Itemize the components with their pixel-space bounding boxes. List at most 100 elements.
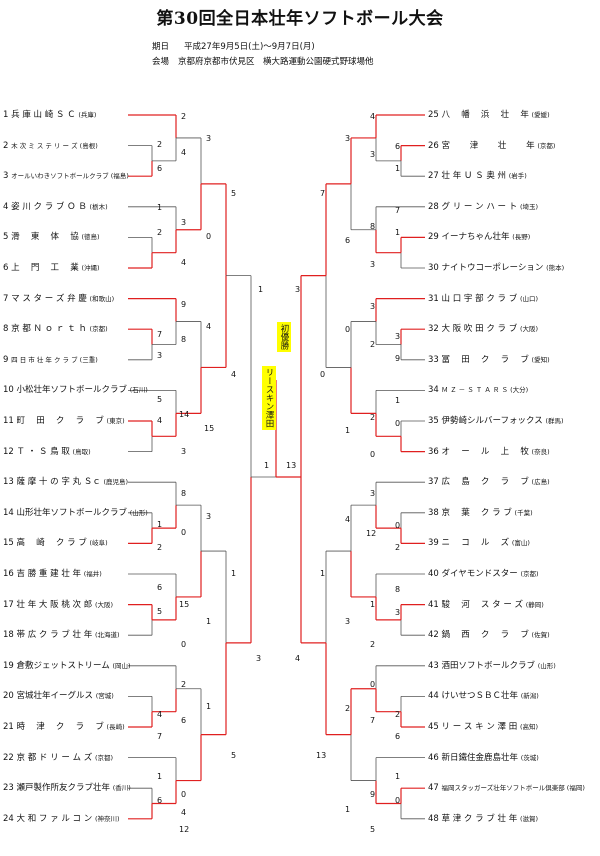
team-name: オ ー ル 上 牧 <box>441 446 532 457</box>
team-number: 29 <box>428 232 442 243</box>
team-name: 京 都 ド リ ー ム ズ <box>16 752 95 763</box>
team-number: 7 <box>3 293 12 304</box>
score-label: 7 <box>395 206 401 215</box>
team-prefecture: (新潟) <box>520 692 539 701</box>
score-label: 4 <box>157 416 163 425</box>
team-number: 16 <box>3 569 17 579</box>
score-label: 1 <box>206 702 212 711</box>
team-number: 20 <box>3 691 17 702</box>
team-name: 兵 庫 山 崎 Ｓ Ｃ <box>11 110 79 120</box>
score-label: 6 <box>345 236 351 245</box>
team-entry: 10 小松壮年ソフトボールクラブ (石川) <box>3 385 148 395</box>
team-prefecture: (静岡) <box>525 600 544 609</box>
team-entry: 22 京 都 ド リ ー ム ズ (京都) <box>3 753 113 763</box>
page-title: 第30回全日本壮年ソフトボール大会 <box>156 9 444 29</box>
team-number: 35 <box>428 416 442 426</box>
team-prefecture: (島根) <box>79 141 98 150</box>
team-prefecture: (山口) <box>519 294 539 303</box>
team-number: 30 <box>428 263 442 273</box>
score-label: 6 <box>181 716 187 725</box>
score-label: 2 <box>157 543 163 552</box>
team-number: 40 <box>428 569 442 579</box>
score-label: 4 <box>231 370 237 379</box>
team-prefecture: (京都) <box>520 570 539 578</box>
team-prefecture: (熊本) <box>546 264 565 272</box>
team-name: 伊勢崎シルバーフォックス <box>441 416 546 426</box>
team-name: Ｔ ・ Ｓ 鳥 取 <box>16 446 73 457</box>
team-prefecture: (滋賀) <box>519 814 539 823</box>
score-label: 3 <box>157 351 163 360</box>
score-label: 0 <box>181 528 187 537</box>
team-name: 酒田ソフトボールクラブ <box>441 660 538 671</box>
score-label: 15 <box>179 600 190 609</box>
team-name: 薩 摩 十 の 字 丸 Ｓｃ <box>16 477 104 488</box>
team-number: 48 <box>428 813 442 824</box>
team-number: 13 <box>3 477 17 488</box>
team-entry: 46 新日鐵住金鹿島壮年 (茨城) <box>428 753 539 763</box>
team-number: 45 <box>428 722 442 732</box>
venue-label: 会場 <box>152 57 170 67</box>
team-entry: 6 上 門 工 業 (沖縄) <box>3 263 100 273</box>
score-label: 3 <box>206 134 212 143</box>
team-entry: 31 山 口 宇 部 ク ラ ブ (山口) <box>428 294 538 304</box>
team-entry: 21 時 津 ク ラ ブ (長崎) <box>3 722 125 732</box>
team-number: 28 <box>428 201 442 212</box>
team-name: 上 門 工 業 <box>11 263 82 273</box>
team-entry: 7 マ ス タ ー ズ 弁 慶 (和歌山) <box>3 294 114 304</box>
team-entry: 35 伊勢崎シルバーフォックス (群馬) <box>428 416 564 426</box>
score-label: 2 <box>370 640 376 649</box>
score-label: 3 <box>181 218 187 227</box>
score-label: 5 <box>370 825 376 834</box>
team-entry: 44 けいせつＳＢＣ壮年 (新潟) <box>428 691 539 701</box>
team-entry: 2 木 次 ミ ス テ リ ー ズ (島根) <box>3 141 98 151</box>
team-entry: 19 倉敷ジェットストリーム (岡山) <box>3 661 131 671</box>
team-name: 滑 東 体 協 <box>11 232 82 243</box>
team-prefecture: (栃木) <box>89 202 108 211</box>
team-entry: 27 壮 年 Ｕ Ｓ 奥 州 (岩手) <box>428 171 527 181</box>
team-prefecture: (京都) <box>94 753 114 762</box>
team-number: 8 <box>3 324 12 335</box>
team-name: 木 次 ミ ス テ リ ー ズ <box>11 141 80 150</box>
team-number: 12 <box>3 446 17 457</box>
team-prefecture: (兵庫) <box>78 111 97 119</box>
score-label: 7 <box>157 732 163 741</box>
score-label: 9 <box>395 354 401 363</box>
team-prefecture: (京都) <box>537 141 556 150</box>
team-prefecture: (沖縄) <box>81 264 100 272</box>
score-label: 5 <box>231 751 237 760</box>
team-entry: 47 福岡スタッガーズ壮年ソフトボール倶楽部 (福岡) <box>428 783 585 793</box>
team-prefecture: (福井) <box>83 570 102 578</box>
team-number: 22 <box>3 752 17 763</box>
team-entry: 30 ナイトウコーポレーション (熊本) <box>428 263 564 273</box>
team-name: 新日鐵住金鹿島壮年 <box>441 752 521 763</box>
team-number: 9 <box>3 354 12 365</box>
score-label: 2 <box>181 112 187 121</box>
score-label: 0 <box>370 450 376 459</box>
team-name: 壮 年 Ｕ Ｓ 奥 州 <box>441 171 509 182</box>
team-prefecture: (岩手) <box>508 172 527 181</box>
score-label: 4 <box>345 515 351 524</box>
team-number: 33 <box>428 354 442 365</box>
team-prefecture: (山形) <box>537 661 556 670</box>
team-name: 町 田 ク ラ ブ <box>16 416 107 426</box>
score-label: 8 <box>181 335 187 344</box>
team-prefecture: (福島) <box>110 172 129 181</box>
score-label: 8 <box>395 585 401 594</box>
score-label: 8 <box>181 489 187 498</box>
score-label: 2 <box>395 543 401 552</box>
team-entry: 28 グ リ ー ン ハ ー ト (埼玉) <box>428 202 538 212</box>
team-name: 京 都 Ｎ ｏ ｒ ｔ ｈ <box>11 324 90 335</box>
team-entry: 43 酒田ソフトボールクラブ (山形) <box>428 661 556 671</box>
team-entry: 13 薩 摩 十 の 字 丸 Ｓｃ (鹿児島) <box>3 477 128 487</box>
team-entry: 48 草 津 ク ラ ブ 壮 年 (滋賀) <box>428 814 538 824</box>
champion-label: 初優勝 <box>277 322 291 352</box>
score-label: 12 <box>366 529 377 538</box>
score-label: 3 <box>181 447 187 456</box>
score-label: 3 <box>370 150 376 159</box>
team-entry: 14 山形壮年ソフトボールクラブ (山形) <box>3 508 148 518</box>
team-prefecture: (大阪) <box>519 325 539 334</box>
team-entry: 16 吉 勝 重 建 壮 年 (福井) <box>3 569 102 579</box>
team-number: 46 <box>428 752 442 763</box>
score-label: 2 <box>157 140 163 149</box>
